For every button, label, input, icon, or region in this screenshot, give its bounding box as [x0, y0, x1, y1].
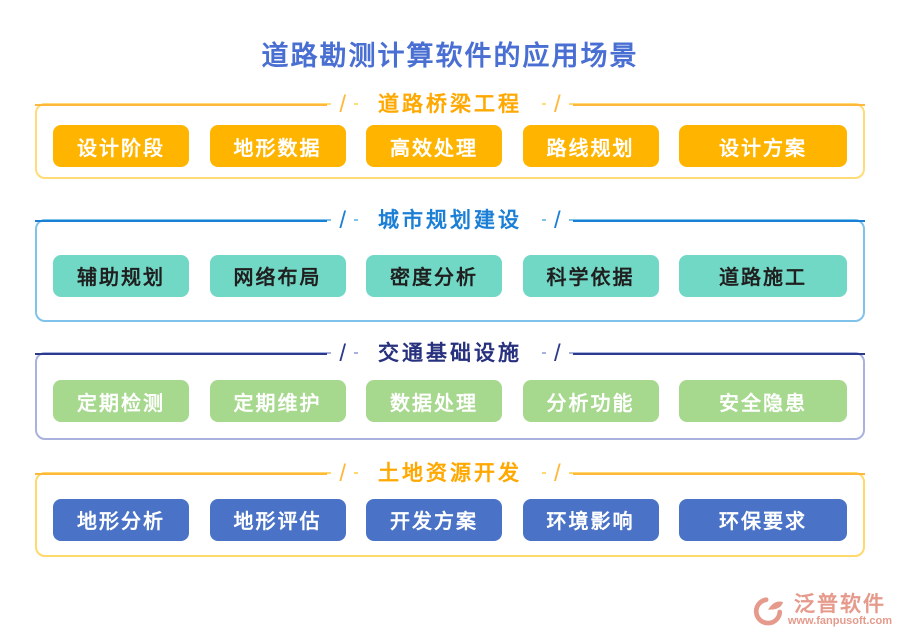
brand-text: 泛普软件 www.fanpusoft.com — [788, 594, 892, 628]
section-header: / 交通基础设施 / — [35, 341, 865, 367]
section-header: / 城市规划建设 / — [35, 208, 865, 234]
header-line — [572, 353, 865, 355]
slash-icon: / — [546, 208, 569, 234]
slash-icon: / — [546, 461, 569, 487]
tag-button[interactable]: 环境影响 — [522, 498, 659, 541]
slash-icon: / — [331, 92, 354, 118]
section-land-resource-development: / 土地资源开发 / 地形分析 地形评估 开发方案 环境影响 环保要求 — [35, 461, 865, 557]
brand-logo-icon — [752, 596, 784, 626]
tag-button[interactable]: 设计阶段 — [53, 125, 189, 167]
section-label: 道路桥梁工程 — [358, 92, 542, 118]
slash-icon: / — [331, 208, 354, 234]
page-title: 道路勘测计算软件的应用场景 — [261, 41, 639, 71]
section-body: 定期检测 定期维护 数据处理 分析功能 安全隐患 — [37, 354, 863, 438]
tag-button[interactable]: 安全隐患 — [679, 380, 847, 422]
section-label: 交通基础设施 — [358, 341, 542, 367]
tag-button[interactable]: 辅助规划 — [53, 254, 189, 297]
tag-button[interactable]: 地形数据 — [209, 125, 346, 167]
slash-icon: / — [331, 341, 354, 367]
tag-button[interactable]: 道路施工 — [679, 254, 847, 297]
header-line — [35, 220, 328, 222]
slash-icon: / — [546, 341, 569, 367]
section-urban-planning: / 城市规划建设 / 辅助规划 网络布局 密度分析 科学依据 道路施工 — [35, 208, 865, 322]
section-traffic-infrastructure: / 交通基础设施 / 定期检测 定期维护 数据处理 分析功能 安全隐患 — [35, 341, 865, 440]
header-line — [35, 473, 328, 475]
section-body: 设计阶段 地形数据 高效处理 路线规划 设计方案 — [37, 105, 863, 177]
tag-button[interactable]: 定期维护 — [209, 380, 346, 422]
header-line — [572, 104, 865, 106]
tag-button[interactable]: 科学依据 — [522, 254, 659, 297]
section-label: 城市规划建设 — [358, 208, 542, 234]
tag-button[interactable]: 设计方案 — [679, 125, 847, 167]
slash-icon: / — [546, 92, 569, 118]
tag-button[interactable]: 地形分析 — [53, 498, 189, 541]
tag-button[interactable]: 网络布局 — [209, 254, 346, 297]
brand-url: www.fanpusoft.com — [787, 615, 892, 628]
tag-button[interactable]: 定期检测 — [53, 380, 189, 422]
header-line — [572, 473, 865, 475]
tag-button[interactable]: 地形评估 — [209, 498, 346, 541]
section-body: 辅助规划 网络布局 密度分析 科学依据 道路施工 — [37, 221, 863, 320]
tag-button[interactable]: 密度分析 — [366, 254, 502, 297]
brand-name: 泛普软件 — [793, 593, 886, 617]
section-header: / 土地资源开发 / — [35, 461, 865, 487]
tag-button[interactable]: 分析功能 — [522, 380, 659, 422]
section-road-bridge-engineering: / 道路桥梁工程 / 设计阶段 地形数据 高效处理 路线规划 设计方案 — [35, 92, 865, 179]
tag-button[interactable]: 路线规划 — [522, 125, 659, 167]
section-body: 地形分析 地形评估 开发方案 环境影响 环保要求 — [37, 474, 863, 555]
tag-button[interactable]: 高效处理 — [366, 125, 502, 167]
section-label: 土地资源开发 — [358, 461, 542, 487]
header-line — [572, 220, 865, 222]
header-line — [35, 104, 328, 106]
brand-watermark: 泛普软件 www.fanpusoft.com — [752, 594, 892, 628]
tag-button[interactable]: 数据处理 — [366, 380, 502, 422]
section-header: / 道路桥梁工程 / — [35, 92, 865, 118]
slash-icon: / — [331, 461, 354, 487]
header-line — [35, 353, 328, 355]
tag-button[interactable]: 开发方案 — [366, 498, 502, 541]
tag-button[interactable]: 环保要求 — [679, 498, 847, 541]
